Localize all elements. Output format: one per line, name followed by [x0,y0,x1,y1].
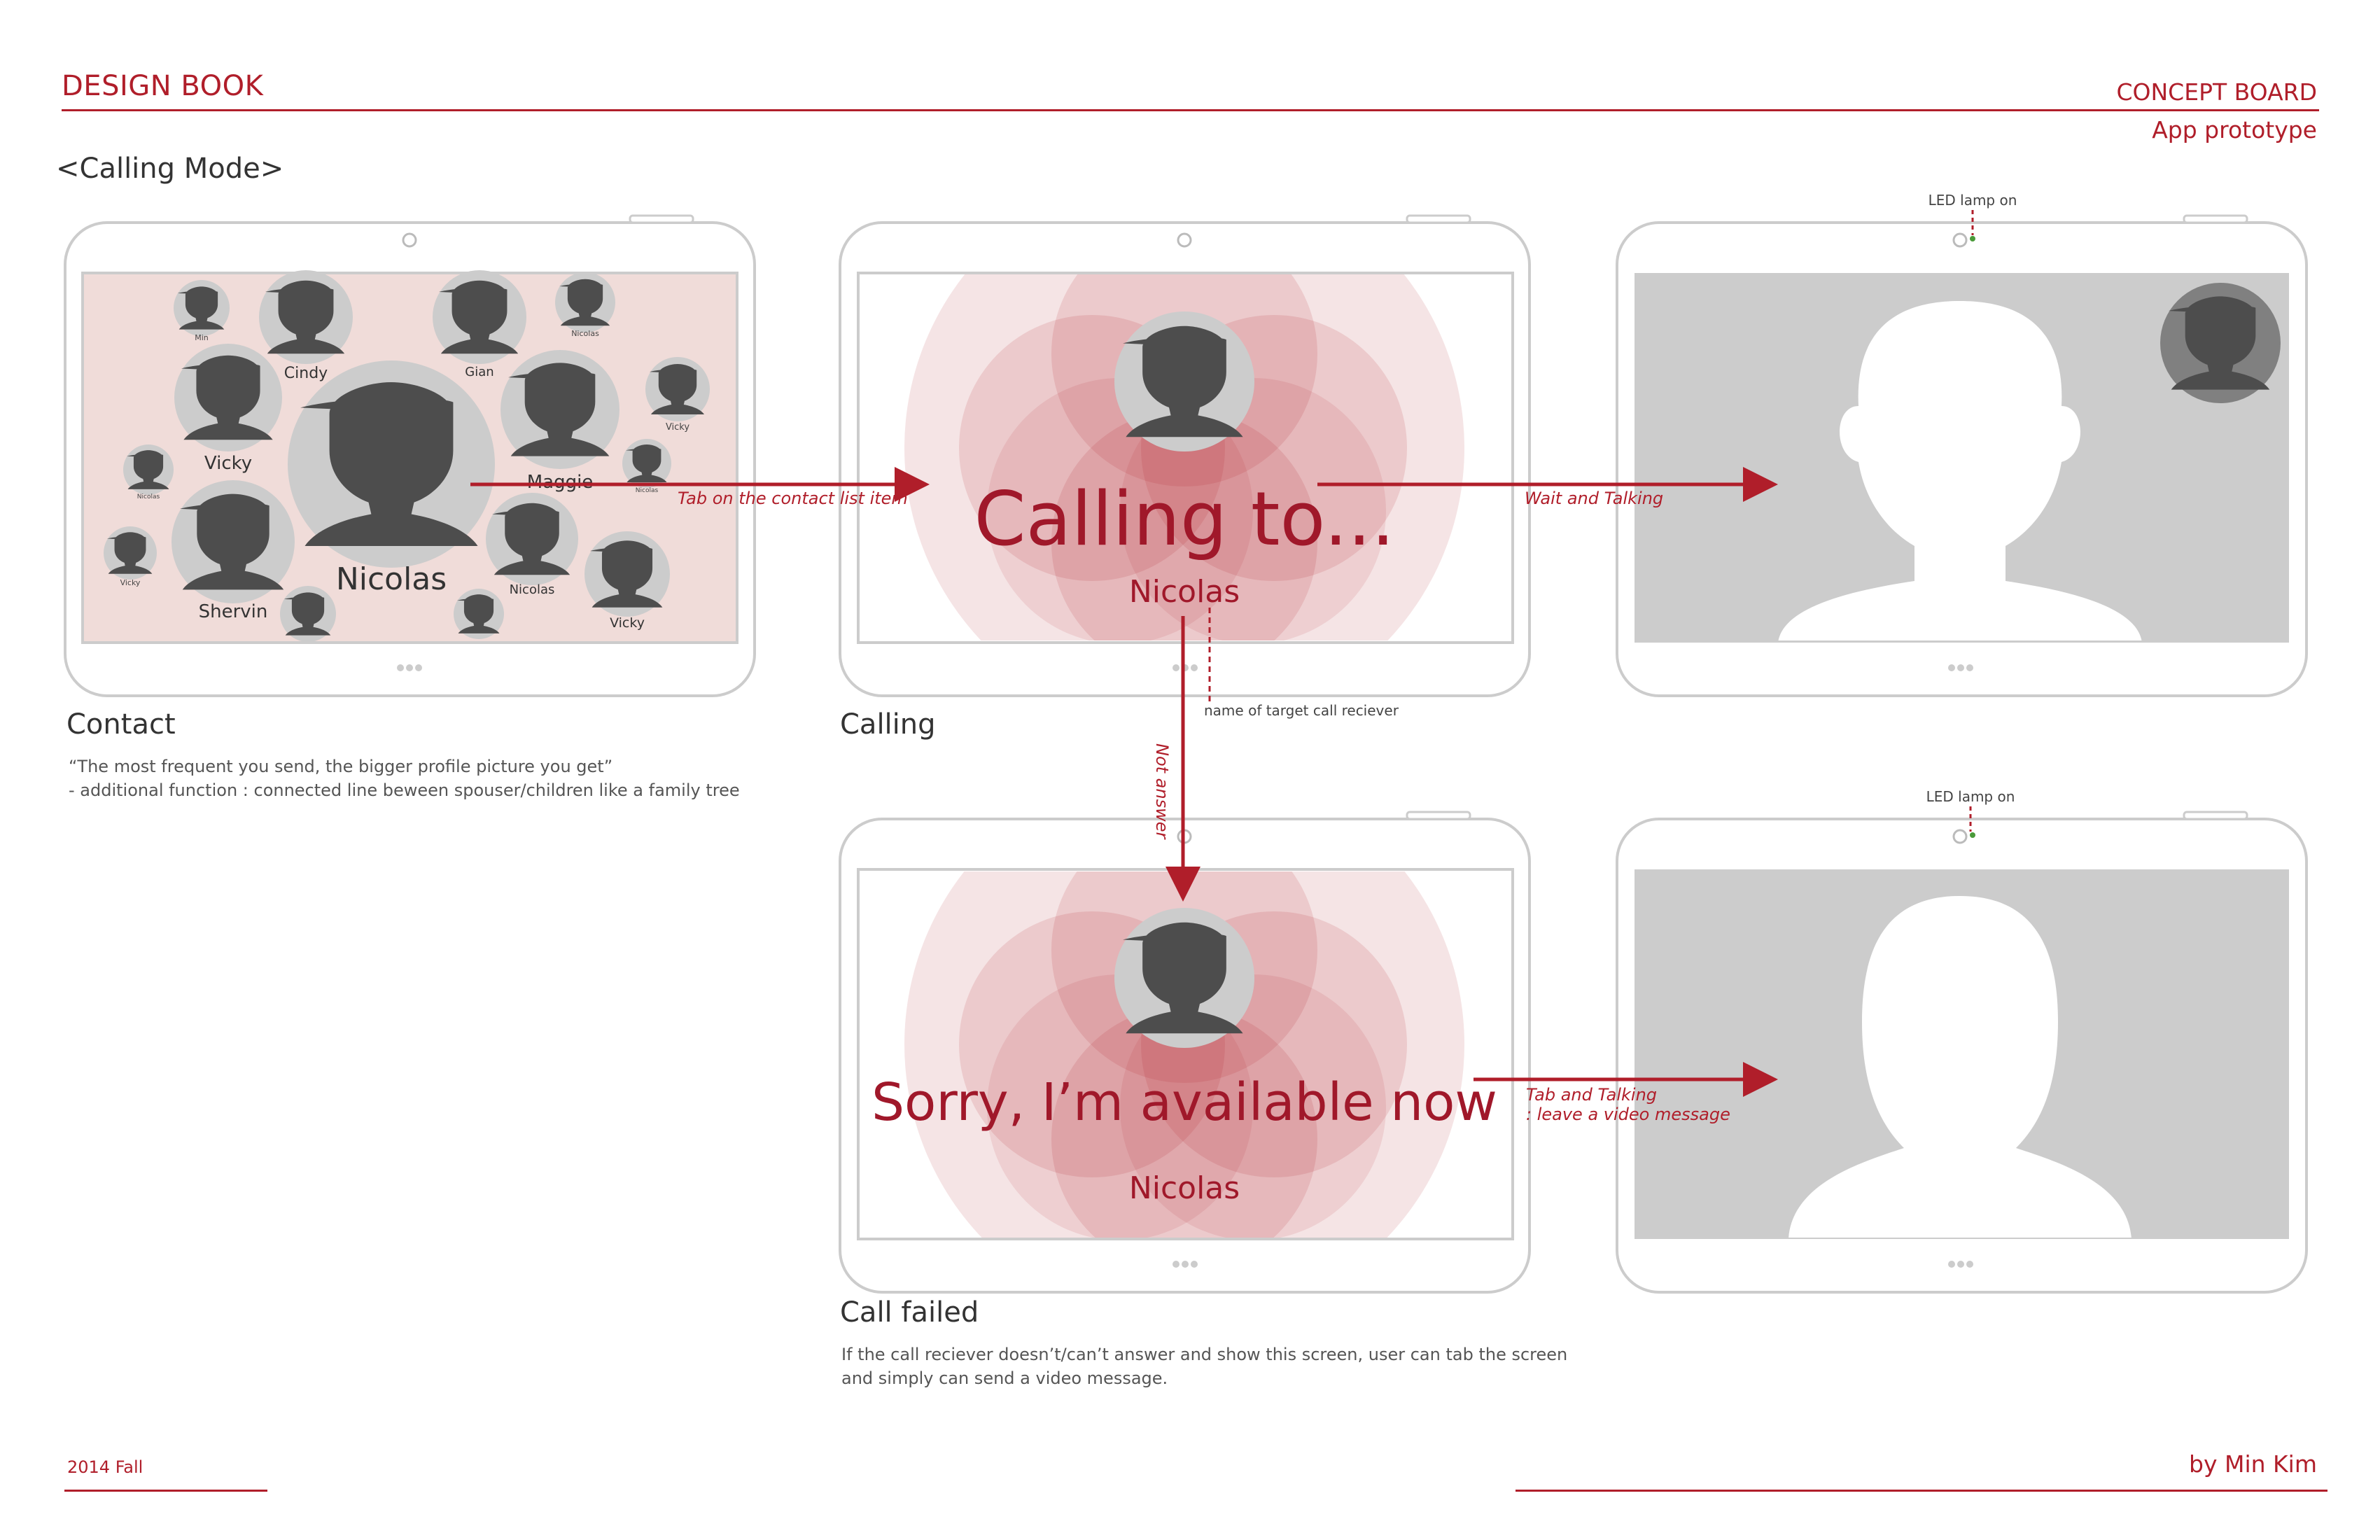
contact-bubble-gian[interactable] [433,270,526,364]
contact-bubble-unnamed-2[interactable] [454,589,504,639]
contact-label-vicky-2: Vicky [666,422,690,433]
tab-talking-label-2: : leave a video message [1526,1105,1730,1124]
contact-label-vicky-3: Vicky [120,578,141,587]
not-answer-label: Not answer [1152,743,1172,840]
video-man-silhouette [1778,301,2142,640]
contact-bubble-vicky-4[interactable] [584,531,670,617]
contact-desc-2: - additional function : connected line b… [69,780,740,800]
contact-label-nicolas-tiny-1: Nicolas [137,493,160,500]
contact-label-nicolas-mid: Nicolas [510,582,555,597]
receiver-note: name of target call reciever [1204,702,1399,719]
contact-label-min: Min [195,333,209,342]
contact-label-vicky-1: Vicky [204,453,252,474]
tablet-calling: Calling to... Nicolas [839,214,1531,697]
mode-title: <Calling Mode> [56,153,284,185]
calling-name: Nicolas [1129,574,1240,610]
contact-bubble-vicky-1[interactable] [174,344,282,451]
contact-label-gian: Gian [465,365,493,379]
led-lamp-top [1970,236,1975,241]
calling-ripple [904,274,1464,640]
footer-rule-left [64,1490,267,1492]
contact-label-cindy: Cindy [284,365,328,382]
contact-bubble-min[interactable] [174,280,230,336]
contact-label-vicky-4: Vicky [610,615,645,631]
contact-bubble-nicolas-large[interactable] [288,360,495,568]
contact-bubble-shervin[interactable] [172,480,295,603]
tab-talking-label-1: Tab and Talking [1526,1085,1657,1105]
led-note-top: LED lamp on [1928,192,2017,209]
header-rule [62,109,2319,111]
tablet-video-message [1616,811,2308,1294]
contact-bubble-maggie[interactable] [500,350,620,469]
call-failed-desc-1: If the call reciever doesn’t/can’t answe… [841,1345,1568,1364]
contact-bubble-nicolas-small[interactable] [555,272,615,332]
footer-semester: 2014 Fall [67,1457,144,1477]
tablet-video-call [1616,214,2308,697]
contact-bubble-nicolas-tiny-2[interactable] [622,439,671,488]
video-woman-silhouette [1788,896,2132,1238]
led-lamp-bottom [1970,832,1975,838]
contact-label-nicolas-large: Nicolas [336,561,447,597]
design-book-title: DESIGN BOOK [62,70,264,102]
tap-contact-label: Tab on the contact list item [678,489,908,508]
app-prototype-subtitle: App prototype [2152,116,2317,144]
contact-bubble-vicky-3[interactable] [104,526,157,580]
contact-label-maggie: Maggie [527,472,594,493]
calling-section-title: Calling [840,708,936,741]
contact-bubble-cindy[interactable] [259,270,353,364]
tablet-call-failed: Sorry, I’m available now Nicolas [839,811,1531,1294]
led-note-bottom: LED lamp on [1926,788,2015,805]
failed-name: Nicolas [1129,1170,1240,1206]
call-failed-section-title: Call failed [840,1296,979,1329]
contact-section-title: Contact [66,708,176,741]
contact-label-nicolas-tiny-2: Nicolas [636,487,659,494]
contact-bubble-nicolas-tiny-1[interactable] [123,444,174,495]
contact-bubble-unnamed-1[interactable] [280,586,336,642]
failed-big-text: Sorry, I’m available now [872,1072,1497,1133]
footer-author: by Min Kim [2189,1450,2317,1478]
contact-bubble-nicolas-mid[interactable] [486,493,578,585]
calling-big-text: Calling to... [974,476,1394,562]
contact-desc-1: “The most frequent you send, the bigger … [69,757,613,776]
wait-talking-label: Wait and Talking [1525,489,1663,508]
contact-label-nicolas-small: Nicolas [571,329,599,338]
call-failed-desc-2: and simply can send a video message. [841,1368,1168,1388]
contact-label-shervin: Shervin [199,601,268,622]
footer-rule-right [1516,1490,2328,1492]
concept-board-title: CONCEPT BOARD [2116,78,2317,106]
contact-bubble-vicky-2[interactable] [645,357,710,421]
